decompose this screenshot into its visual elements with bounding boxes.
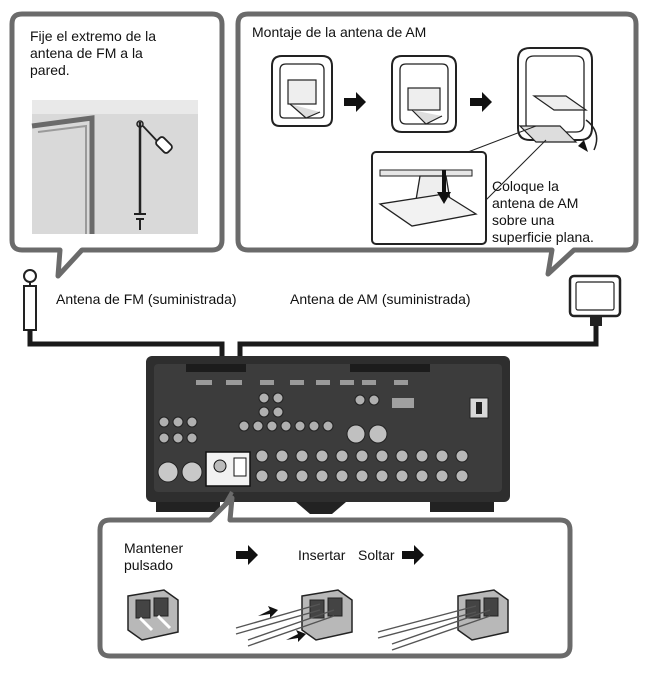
am-instruction-line: superficie plana.	[492, 229, 594, 245]
am-instruction-line: Coloque la	[492, 178, 559, 194]
receiver-rear-panel-icon	[146, 356, 510, 514]
am-stand-detail	[371, 151, 487, 245]
am-assembly-step-3	[517, 47, 598, 152]
fm-instruction-line: antena de FM a la	[30, 45, 143, 61]
insert-label: Insertar	[298, 547, 346, 564]
fm-instruction: Fije el extremo de la antena de FM a la …	[30, 28, 210, 79]
am-loop-antenna-icon	[568, 274, 622, 326]
speaker-terminal-icon	[457, 589, 509, 641]
arrow-right-icon	[344, 92, 366, 112]
screw-icon	[142, 125, 173, 154]
am-antenna-label: Antena de AM (suministrada)	[290, 291, 471, 307]
release-label: Soltar	[358, 547, 395, 564]
speaker-wire	[377, 605, 491, 651]
am-assembly-step-1	[271, 55, 333, 127]
am-instruction: Coloque la antena de AM sobre una superf…	[492, 178, 632, 246]
speaker-terminal-icon	[127, 589, 179, 641]
fm-instruction-line: pared.	[30, 62, 70, 78]
am-instruction-line: antena de AM	[492, 195, 579, 211]
arrow-right-icon	[236, 545, 258, 565]
hold-instruction-line: Mantener	[124, 540, 184, 556]
arrow-right-icon	[402, 545, 424, 565]
terminal-callout-frame	[97, 495, 573, 659]
speaker-terminal-icon	[301, 589, 353, 641]
am-instruction-line: sobre una	[492, 212, 555, 228]
am-callout-title: Montaje de la antena de AM	[252, 24, 427, 40]
fm-wall-illustration	[31, 100, 198, 234]
hold-instruction-line: pulsado	[124, 557, 174, 573]
hold-instruction: Mantener pulsado	[124, 540, 183, 574]
speaker-wire	[235, 603, 335, 647]
insert-arrow-icon	[258, 606, 278, 618]
am-assembly-step-2	[391, 55, 457, 133]
insert-arrow-icon	[286, 630, 306, 642]
fm-instruction-line: Fije el extremo de la	[30, 28, 157, 44]
fm-antenna-icon	[23, 269, 37, 331]
arrow-right-icon	[470, 92, 492, 112]
fm-antenna-label: Antena de FM (suministrada)	[56, 291, 237, 307]
